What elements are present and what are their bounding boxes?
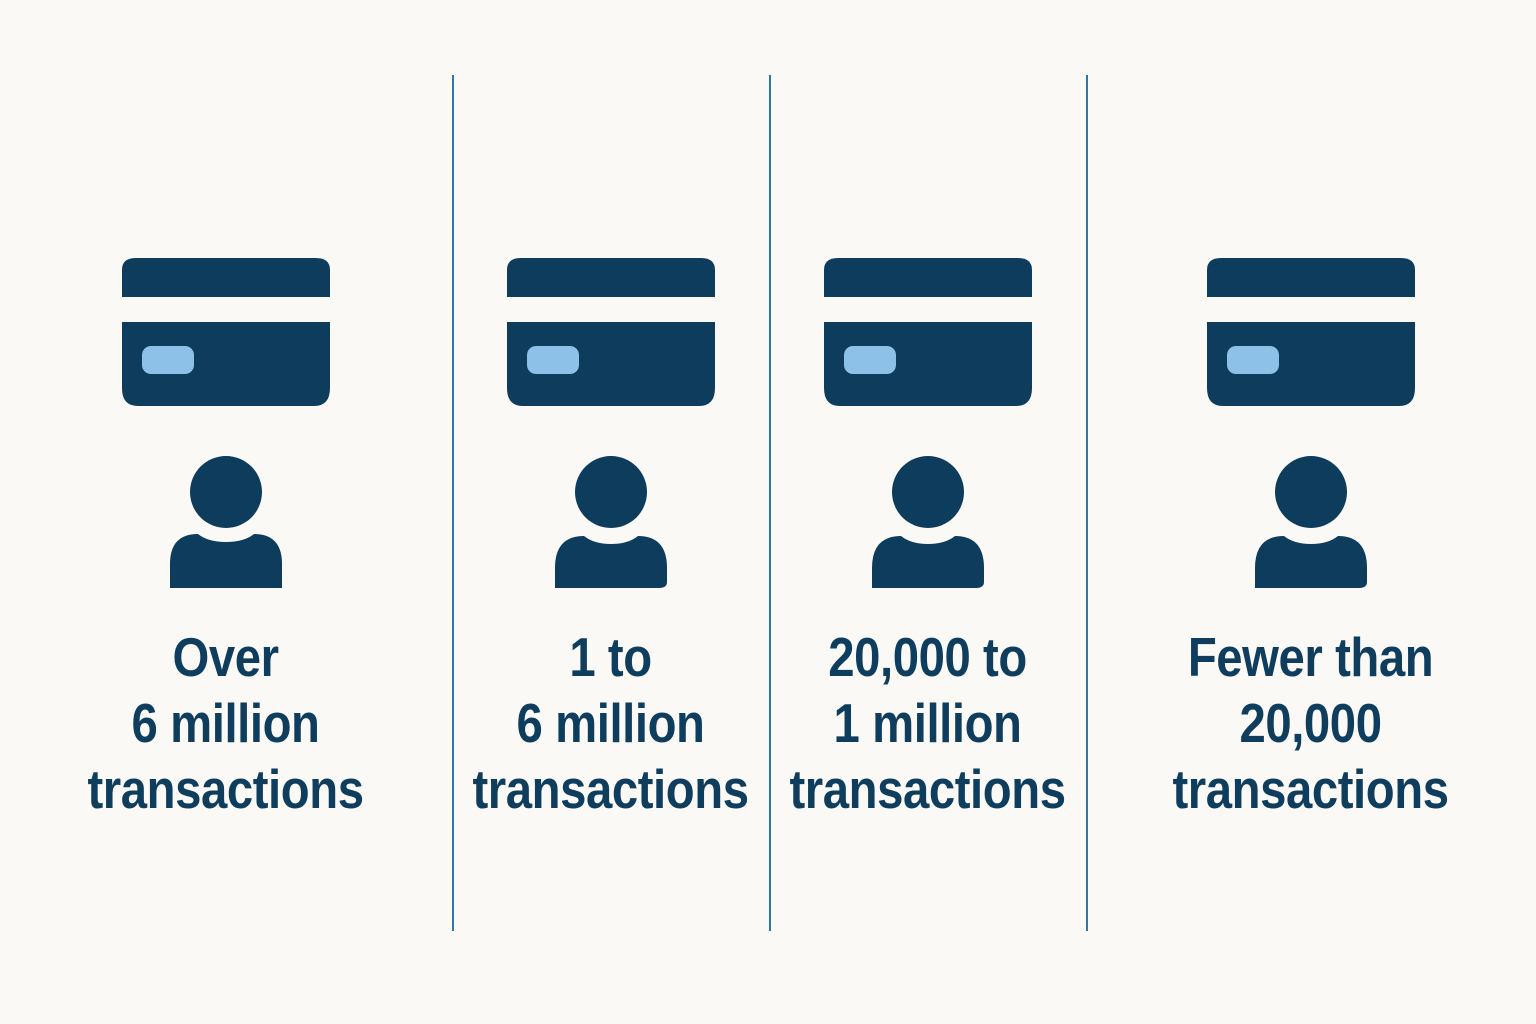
card-chip-icon: [142, 346, 194, 374]
person-icon: [1255, 456, 1367, 588]
card-chip-icon: [526, 346, 579, 374]
person-icon: [871, 456, 984, 588]
person-icon: [554, 456, 667, 588]
caption-line: 1 to: [569, 626, 652, 688]
tier-column-2: 1 to 6 million transactions: [452, 0, 769, 1024]
caption-line: transactions: [789, 758, 1066, 820]
caption-line: Over: [172, 626, 280, 688]
tier-caption-3: 20,000 to 1 million transactions: [789, 624, 1066, 822]
icon-stack-1: [110, 258, 342, 588]
icon-stack-3: [812, 258, 1044, 588]
caption-line: 1 million: [833, 692, 1022, 754]
caption-line: 20,000 to: [828, 626, 1027, 688]
credit-card-icon: [122, 258, 330, 406]
icon-stack-2: [495, 258, 727, 588]
tier-column-1: Over 6 million transactions: [0, 0, 452, 1024]
column-divider-1: [452, 75, 454, 931]
credit-card-icon: [823, 258, 1032, 406]
column-divider-3: [1086, 75, 1088, 931]
icon-stack-4: [1195, 258, 1427, 588]
caption-line: 20,000: [1239, 692, 1383, 754]
person-icon: [170, 456, 282, 588]
tier-caption-4: Fewer than 20,000 transactions: [1172, 624, 1450, 822]
tier-column-4: Fewer than 20,000 transactions: [1086, 0, 1536, 1024]
credit-card-icon: [1207, 258, 1415, 406]
tier-column-3: 20,000 to 1 million transactions: [769, 0, 1086, 1024]
credit-card-icon: [506, 258, 715, 406]
caption-line: Fewer than: [1188, 626, 1434, 688]
tier-caption-2: 1 to 6 million transactions: [472, 624, 749, 822]
column-divider-2: [769, 75, 771, 931]
caption-line: transactions: [87, 758, 365, 820]
tier-caption-1: Over 6 million transactions: [87, 624, 365, 822]
card-chip-icon: [843, 346, 896, 374]
caption-line: transactions: [1172, 758, 1450, 820]
caption-line: 6 million: [131, 692, 320, 754]
caption-line: 6 million: [516, 692, 705, 754]
card-chip-icon: [1227, 346, 1279, 374]
caption-line: transactions: [472, 758, 749, 820]
